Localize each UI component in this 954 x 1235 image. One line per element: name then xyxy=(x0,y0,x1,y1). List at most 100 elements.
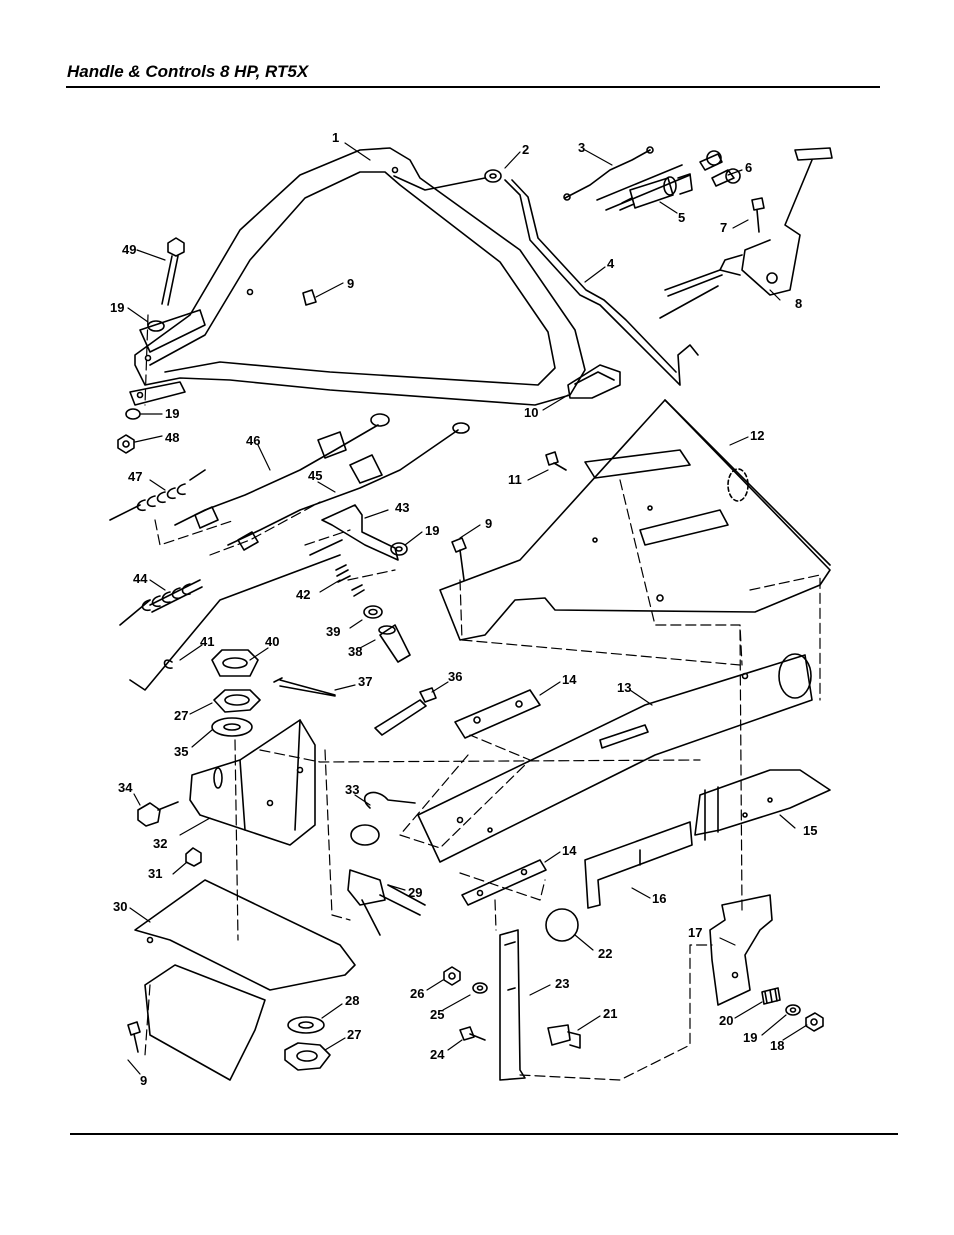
callout-14-upper: 14 xyxy=(562,672,577,687)
control-rod xyxy=(504,179,699,386)
callout-9-base: 9 xyxy=(140,1073,147,1088)
header-rule xyxy=(66,86,880,88)
nut-27-lower xyxy=(284,1042,331,1071)
callout-40: 40 xyxy=(265,634,279,649)
control-tube xyxy=(417,653,813,863)
cable-46 xyxy=(174,413,390,529)
leader-lines xyxy=(127,142,808,1075)
callout-labels: 1 2 3 4 5 6 7 8 9 10 11 12 9 13 14 14 15… xyxy=(110,130,817,1088)
callout-42: 42 xyxy=(296,587,310,602)
bell-crank-43 xyxy=(309,504,399,561)
callout-19-left-upper: 19 xyxy=(110,300,124,315)
callout-49: 49 xyxy=(122,242,136,257)
callout-27-lower: 27 xyxy=(347,1027,361,1042)
callout-13: 13 xyxy=(617,680,631,695)
callout-19-middle: 19 xyxy=(425,523,439,538)
callout-27-upper: 27 xyxy=(174,708,188,723)
callout-14-lower: 14 xyxy=(562,843,577,858)
callout-10: 10 xyxy=(524,405,538,420)
callout-34: 34 xyxy=(118,780,133,795)
callout-18: 18 xyxy=(770,1038,784,1053)
cotter-pin-37 xyxy=(273,677,336,697)
handle-frame xyxy=(129,147,586,406)
grommet xyxy=(393,169,502,191)
keys xyxy=(699,150,741,187)
plate-15 xyxy=(694,769,831,841)
callout-11: 11 xyxy=(508,472,522,487)
spacer-38 xyxy=(378,624,411,663)
bracket-17 xyxy=(709,894,773,1006)
callout-20: 20 xyxy=(719,1013,733,1028)
washer-25 xyxy=(472,982,488,994)
callout-3: 3 xyxy=(578,140,585,155)
washer-19-right xyxy=(785,1004,801,1016)
callout-46: 46 xyxy=(246,433,260,448)
spring-39 xyxy=(363,605,383,619)
nut-48 xyxy=(117,434,135,454)
callout-9-handle: 9 xyxy=(347,276,354,291)
bracket-14-upper xyxy=(454,689,541,739)
callout-5: 5 xyxy=(678,210,685,225)
callout-22: 22 xyxy=(598,946,612,961)
bolt-9-handle xyxy=(302,289,317,306)
bracket-32 xyxy=(189,719,316,846)
setscrew-20 xyxy=(761,987,781,1005)
callout-33: 33 xyxy=(345,782,359,797)
callout-36: 36 xyxy=(448,669,462,684)
washer-19-left-upper xyxy=(147,320,165,332)
pin-36 xyxy=(374,687,437,736)
callout-30: 30 xyxy=(113,899,127,914)
callout-29: 29 xyxy=(408,885,422,900)
spring-42 xyxy=(335,564,365,597)
callout-15: 15 xyxy=(803,823,817,838)
nut-31 xyxy=(185,847,202,867)
bolt-11 xyxy=(545,451,567,471)
callout-4: 4 xyxy=(607,256,615,271)
callout-12: 12 xyxy=(750,428,764,443)
spring-clip-33 xyxy=(350,791,416,846)
callout-17: 17 xyxy=(688,925,702,940)
callout-41: 41 xyxy=(200,634,214,649)
callout-37: 37 xyxy=(358,674,372,689)
bolt-9-housing xyxy=(451,537,467,581)
callout-25: 25 xyxy=(430,1007,444,1022)
callout-2: 2 xyxy=(522,142,529,157)
callout-6: 6 xyxy=(745,160,752,175)
wire-harness xyxy=(563,146,691,211)
callout-47: 47 xyxy=(128,469,142,484)
page-title: Handle & Controls 8 HP, RT5X xyxy=(67,62,309,81)
spring-47 xyxy=(109,469,206,521)
callout-19-left-lower: 19 xyxy=(165,406,179,421)
callout-38: 38 xyxy=(348,644,362,659)
bracket-14-lower xyxy=(461,859,547,906)
castle-nut-40 xyxy=(211,649,259,677)
assembly-lines xyxy=(144,314,821,1081)
callout-19-right: 19 xyxy=(743,1030,757,1045)
callout-7: 7 xyxy=(720,220,727,235)
washer-19-left-lower xyxy=(125,408,141,420)
nut-27-upper xyxy=(213,689,261,713)
nut-18 xyxy=(805,1012,824,1032)
bolt-34 xyxy=(137,801,179,827)
washer-35 xyxy=(211,717,253,737)
callout-44: 44 xyxy=(133,571,148,586)
callout-9-housing: 9 xyxy=(485,516,492,531)
base-plate-30 xyxy=(134,879,356,1081)
throttle-lever xyxy=(659,147,833,319)
callout-48: 48 xyxy=(165,430,179,445)
plate-23 xyxy=(499,929,526,1081)
callout-32: 32 xyxy=(153,836,167,851)
clip-10 xyxy=(567,364,621,399)
callout-1: 1 xyxy=(332,130,339,145)
callout-26: 26 xyxy=(410,986,424,1001)
callout-21: 21 xyxy=(603,1006,617,1021)
washer-28 xyxy=(287,1016,325,1034)
ignition-switch xyxy=(619,173,693,211)
footer-rule xyxy=(70,1133,898,1135)
callout-28: 28 xyxy=(345,993,359,1008)
callout-45: 45 xyxy=(308,468,322,483)
washer-19-middle xyxy=(390,542,408,556)
callout-23: 23 xyxy=(555,976,569,991)
bracket-16 xyxy=(584,821,693,909)
